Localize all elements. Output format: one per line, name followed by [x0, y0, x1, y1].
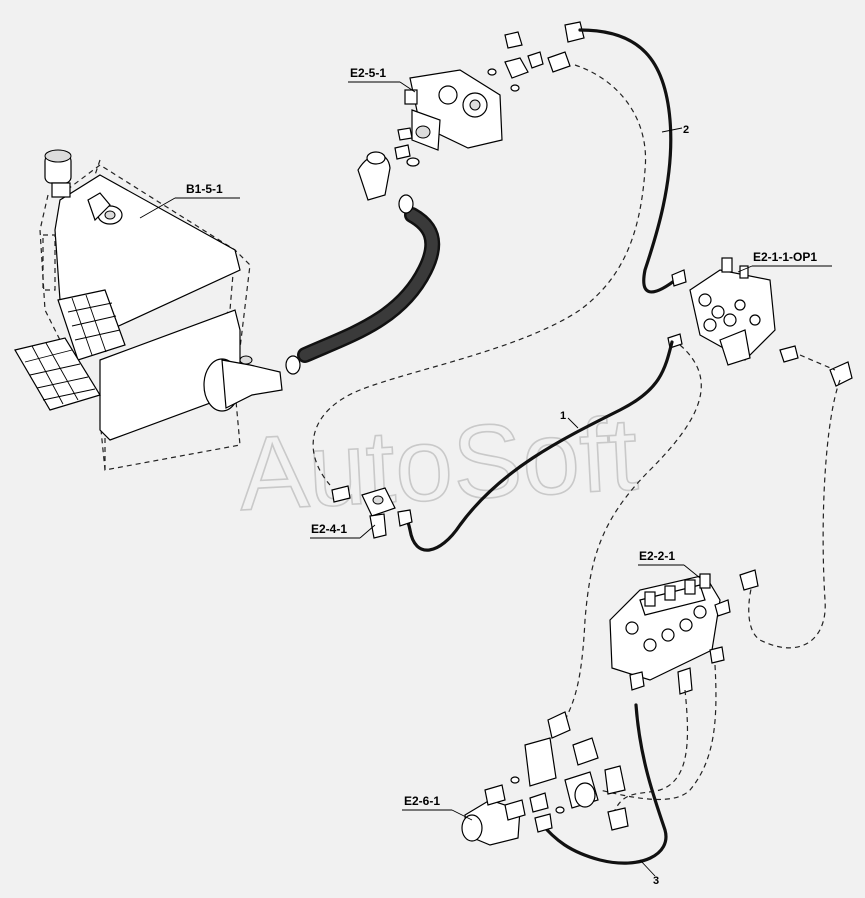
- gear-pump: E2-5-1: [348, 21, 585, 167]
- tank-label: B1-5-1: [186, 182, 223, 196]
- multi-valve-lower-dashed-lines: [599, 664, 717, 811]
- multi-valve-leader: [683, 564, 701, 579]
- hose-1: [400, 340, 674, 552]
- filler-cap: [44, 149, 72, 198]
- multi-section-valve: E2-2-1: [609, 549, 759, 695]
- hose-3-number: 3: [653, 875, 659, 887]
- hose-2-leader: [661, 127, 683, 133]
- filter-leader: [359, 524, 376, 539]
- control-to-multi-dashed-line: [564, 344, 702, 721]
- control-valve-side-dashed-line: [748, 354, 841, 649]
- step-grating: [14, 289, 126, 411]
- tank-leader-line: [139, 197, 176, 219]
- pump-label: E2-5-1: [350, 66, 386, 80]
- bottom-valve-leader: [451, 809, 473, 821]
- control-valve-label: E2-1-1-OP1: [753, 250, 817, 264]
- sight-gauge: [42, 234, 56, 291]
- hose-1-number: 1: [560, 410, 566, 422]
- control-valve: E2-1-1-OP1: [667, 250, 853, 387]
- inline-filter: E2-4-1: [310, 485, 413, 539]
- pump-leader-line: [399, 81, 416, 93]
- hose-2-number: 2: [683, 124, 689, 136]
- suction-hose: [297, 151, 441, 363]
- hose-3: [538, 703, 668, 865]
- control-valve-leader: [737, 265, 753, 273]
- tank-top-port: [87, 192, 123, 225]
- watermark-text: AutoSoft: [236, 396, 641, 533]
- hydraulic-tank: B1-5-1: [14, 149, 301, 471]
- filter-label: E2-4-1: [311, 522, 347, 536]
- tank-outlet-elbow: [203, 355, 301, 412]
- hose-2: [578, 28, 680, 294]
- hose-1-leader: [567, 417, 579, 429]
- multi-valve-label: E2-2-1: [639, 549, 675, 563]
- bottom-valve-label: E2-6-1: [404, 794, 440, 808]
- bottom-valve-block: E2-6-1: [402, 711, 629, 846]
- hose-3-leader: [639, 859, 656, 877]
